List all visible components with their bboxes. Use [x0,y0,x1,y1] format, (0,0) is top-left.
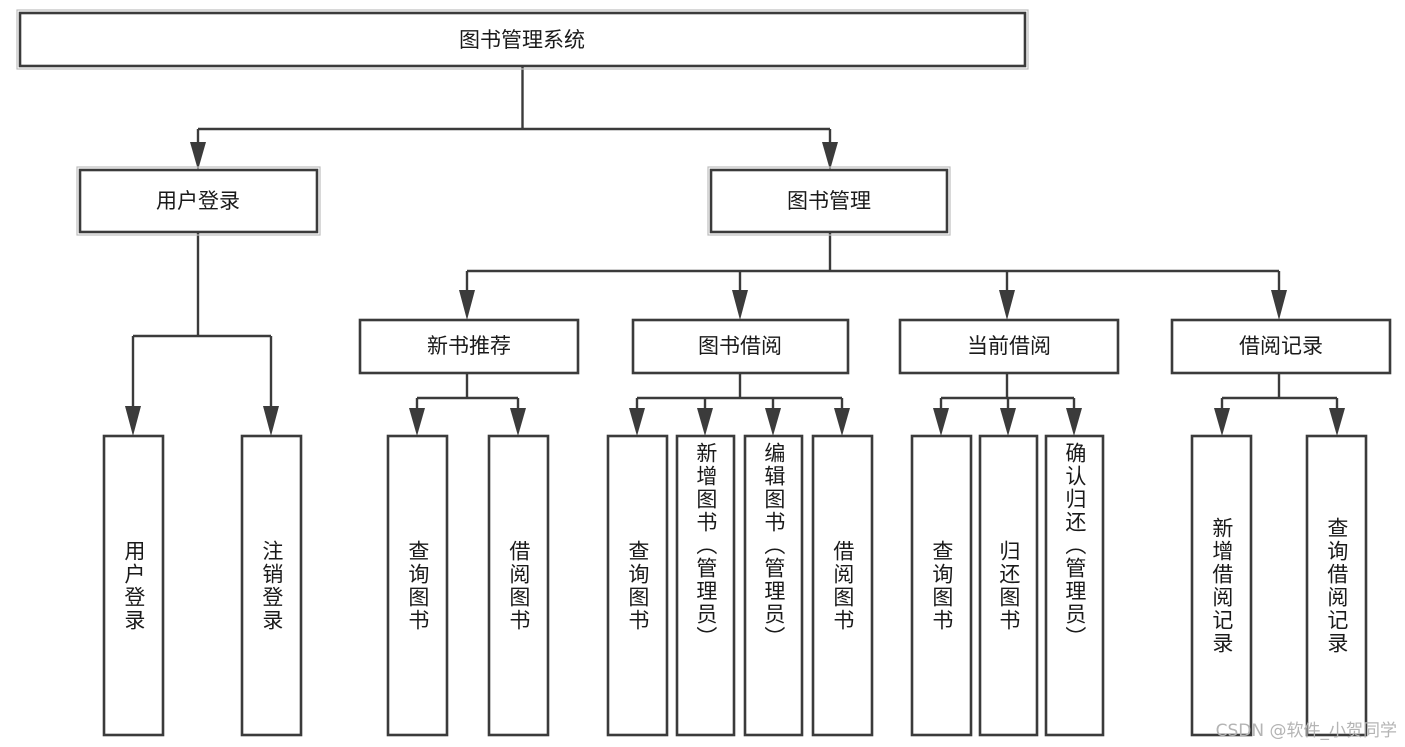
book-manage-node-box[interactable] [709,168,949,234]
arrow-to-borrow-record [1271,290,1287,320]
connector-group [125,66,1345,436]
arrow-leaf-borrow-book-2 [834,408,850,436]
current-borrow-node-box[interactable] [898,318,1120,375]
new-book-recommend-node-box[interactable] [358,318,580,375]
arrow-to-book-borrow [732,290,748,320]
arrow-leaf-query-book-3 [933,408,949,436]
arrow-leaf-confirm-return [1066,408,1082,436]
borrow-record-node-box[interactable] [1170,318,1392,375]
leaf-edit-book-box[interactable] [743,434,804,737]
book-borrow-node-label: 图书借阅 [698,334,782,358]
arrow-to-current-borrow [999,290,1015,320]
user-login-node-shadow [76,166,321,236]
arrow-leaf-return-book [1000,408,1016,436]
leaf-add-record-box[interactable] [1190,434,1253,737]
arrow-to-book-manage [822,142,838,170]
user-login-node-box[interactable] [78,168,319,234]
leaf-query-book-3-box[interactable] [910,434,973,737]
arrow-leaf-query-book-1 [409,408,425,436]
arrow-leaf-edit-book [765,408,781,436]
arrow-to-new-book [459,290,475,320]
leaf-borrow-book-2-box[interactable] [811,434,874,737]
leaf-return-book-box[interactable] [978,434,1039,737]
current-borrow-node-label: 当前借阅 [967,334,1051,358]
leaf-user-logout-box[interactable] [240,434,303,737]
arrow-leaf-user-logout [263,406,279,436]
book-manage-node-label: 图书管理 [787,189,871,213]
arrow-leaf-query-book-2 [629,408,645,436]
arrow-to-user-login [190,142,206,170]
leaf-borrow-book-1-box[interactable] [487,434,550,737]
arrow-leaf-add-record [1214,408,1230,436]
borrow-record-node-label: 借阅记录 [1239,334,1323,358]
book-borrow-node-box[interactable] [631,318,850,375]
root-node-label: 图书管理系统 [459,28,585,52]
book-manage-node-shadow [707,166,951,236]
leaf-user-login-box[interactable] [102,434,165,737]
new-book-recommend-node-label: 新书推荐 [427,334,511,358]
leaf-confirm-return-box[interactable] [1044,434,1105,737]
leaf-query-book-2-box[interactable] [606,434,669,737]
root-node-shadow [16,9,1029,70]
csdn-watermark: CSDN @软件_小贺同学 [1215,721,1397,741]
leaf-query-book-1-box[interactable] [386,434,449,737]
arrow-leaf-borrow-book-1 [510,408,526,436]
leaf-query-record-box[interactable] [1305,434,1368,737]
arrow-leaf-query-record [1329,408,1345,436]
arrow-leaf-user-login [125,406,141,436]
arrow-leaf-add-book [697,408,713,436]
root-node-box[interactable] [18,11,1027,68]
user-login-node-label: 用户登录 [156,189,240,213]
leaf-add-book-box[interactable] [675,434,736,737]
